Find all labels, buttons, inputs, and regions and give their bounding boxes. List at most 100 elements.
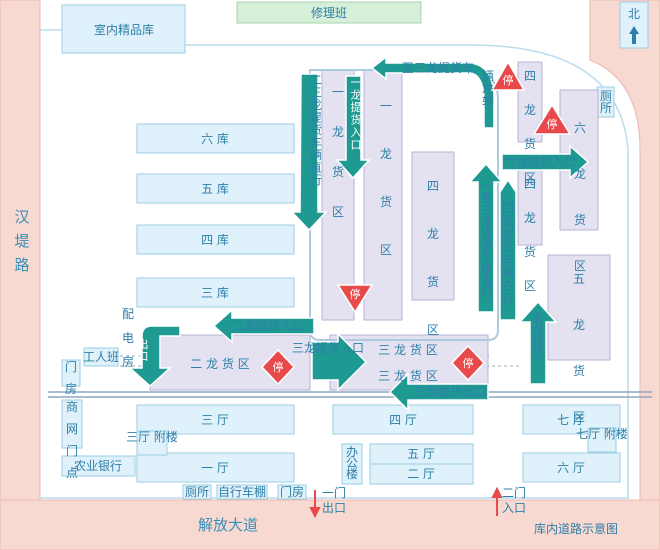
stop-label-4: 停: [273, 360, 284, 374]
stop-label-3: 停: [350, 287, 361, 301]
yard-4c-area: [517, 164, 543, 246]
yard-3b-label: 三 龙 货 区: [378, 368, 437, 383]
yard-4c-label: 四 龙 货 区: [524, 177, 536, 293]
yard-1-label: 一 龙 货 区: [332, 85, 344, 219]
hall-2-building: [369, 463, 474, 485]
yard-4-label: 四 龙 货 区: [427, 179, 439, 337]
exit-arrow: [128, 325, 181, 388]
stop-label-5: 停: [463, 356, 474, 370]
gate1-label: 一门: [322, 485, 346, 500]
hall-7-annex-label: 七厅 附楼: [576, 426, 628, 441]
yard3-entry-arrow: [311, 332, 368, 392]
workshop-label: 工人班: [83, 350, 119, 364]
hall-4-building: [332, 404, 474, 435]
yard-4-area: [411, 151, 455, 301]
repair-building: [236, 1, 422, 24]
yard1-entry-arrow: [335, 75, 371, 180]
yard-2-label: 二 龙 货 区: [190, 356, 249, 371]
yard5-label: 五龙提货: [532, 311, 544, 361]
yard2-entry-arrow: [212, 308, 315, 344]
warehouse-6-label: 六 库: [201, 131, 229, 146]
hall-6-building: [522, 452, 621, 483]
yard6-entry-label: 六龙提货入口: [504, 154, 576, 169]
hall-3-annex-building: [136, 430, 168, 456]
stop-sign-4: [260, 348, 296, 386]
site-boundary: [40, 29, 629, 499]
gate-room-building: [61, 359, 81, 387]
warehouse-3-label: 三 库: [201, 285, 229, 300]
gate-room-bottom-label: 门房: [280, 484, 304, 499]
toilet-right-label: 厕所: [600, 89, 612, 115]
hall-1-building: [136, 452, 295, 483]
warehouse-4-building: [136, 224, 295, 255]
gate1-exit-label: 出口: [322, 501, 346, 515]
office-label: 办公楼: [346, 444, 358, 481]
bottom-road-label: 解放大道: [198, 516, 258, 534]
workshop-building: [83, 347, 119, 367]
indoor-store-label: 室内精品库: [94, 22, 154, 37]
route-top-turn-label: 辆左转: [482, 69, 494, 109]
route-13-label: 一至三龙提货车辆直行: [481, 179, 493, 301]
yard-5-area: [547, 254, 611, 361]
shop-label: 商 网 门 点: [66, 399, 78, 480]
route-4-arrow: [499, 178, 517, 321]
bike-shed-building: [216, 484, 268, 500]
warehouse-4-label: 四 库: [201, 232, 229, 247]
stop-sign-3: [336, 284, 374, 314]
warehouse-5-label: 五 库: [201, 181, 229, 196]
hall-7-annex-building: [587, 427, 617, 453]
route-23-arrow: [290, 73, 328, 232]
yard-4b-label: 四 龙 货 区: [524, 69, 536, 185]
yard3-exit-arrow: [388, 372, 489, 412]
gate-room-label: 门 房: [65, 359, 77, 396]
yard3-exit-label: 三龙提货出口: [414, 384, 486, 399]
route-top-label: 一至三龙提货车: [390, 60, 474, 75]
north-arrow-icon: [629, 26, 639, 44]
hall-4-label: 四 厅: [389, 413, 417, 427]
shop-building: [61, 399, 83, 449]
yard3-entry-label: 三龙提货入口: [292, 340, 364, 355]
yard-3a-label: 三 龙 货 区: [378, 342, 437, 357]
yard-1b-label: 一 龙 货 区: [380, 99, 392, 257]
hall-2-label: 二 厅: [407, 467, 435, 481]
stop-sign-1: [490, 60, 526, 91]
warehouse-6-building: [136, 123, 295, 154]
stop-label-1: 停: [503, 73, 514, 87]
route-4-label: 四龙提货车辆右行: [502, 201, 514, 306]
yard-6-label: 六 龙 货 区: [574, 121, 586, 273]
hall-6-label: 六 厅: [557, 461, 585, 475]
map-title: 库内道路示意图: [534, 521, 618, 536]
exit-label: 出口: [138, 337, 149, 363]
route-23-label: 二三龙提货车辆直行: [310, 73, 322, 187]
yard6-entry-arrow: [501, 144, 590, 180]
warehouse-3-building: [136, 277, 295, 308]
bank-building: [61, 455, 136, 477]
route-top-arrow: [370, 55, 495, 129]
stop-sign-2: [532, 103, 572, 135]
hall-5-label: 五 厅: [407, 447, 435, 461]
yard5-arrow: [518, 300, 558, 385]
north-label: 北: [628, 7, 640, 21]
hall-3-building: [136, 404, 295, 435]
indoor-store-building: [61, 4, 186, 54]
hall-3-label: 三 厅: [201, 413, 229, 427]
toilet-building-bottom: [182, 484, 212, 500]
left-road-label: 汉堤路: [14, 208, 29, 274]
route-arrows: [128, 55, 590, 412]
yard-5-label: 五 龙 货 区: [573, 272, 585, 424]
gate2-label: 二门: [502, 485, 526, 500]
bike-shed-label: 自行车棚: [218, 484, 266, 499]
repair-label: 修理班: [311, 5, 347, 20]
gate2-entry-label: 入口: [502, 501, 526, 515]
hall-3-annex-label: 三厅 附楼: [126, 429, 178, 444]
stop-sign-5: [450, 344, 486, 382]
gate-room-building-bottom: [277, 484, 307, 500]
gate-arrows: [309, 486, 503, 519]
hall-7-label: 七 厅: [557, 413, 585, 427]
office-building: [341, 443, 363, 485]
bank-label: 农业银行: [74, 459, 122, 473]
toilet-bottom-label: 厕所: [185, 485, 209, 499]
warehouse-5-building: [136, 173, 295, 204]
